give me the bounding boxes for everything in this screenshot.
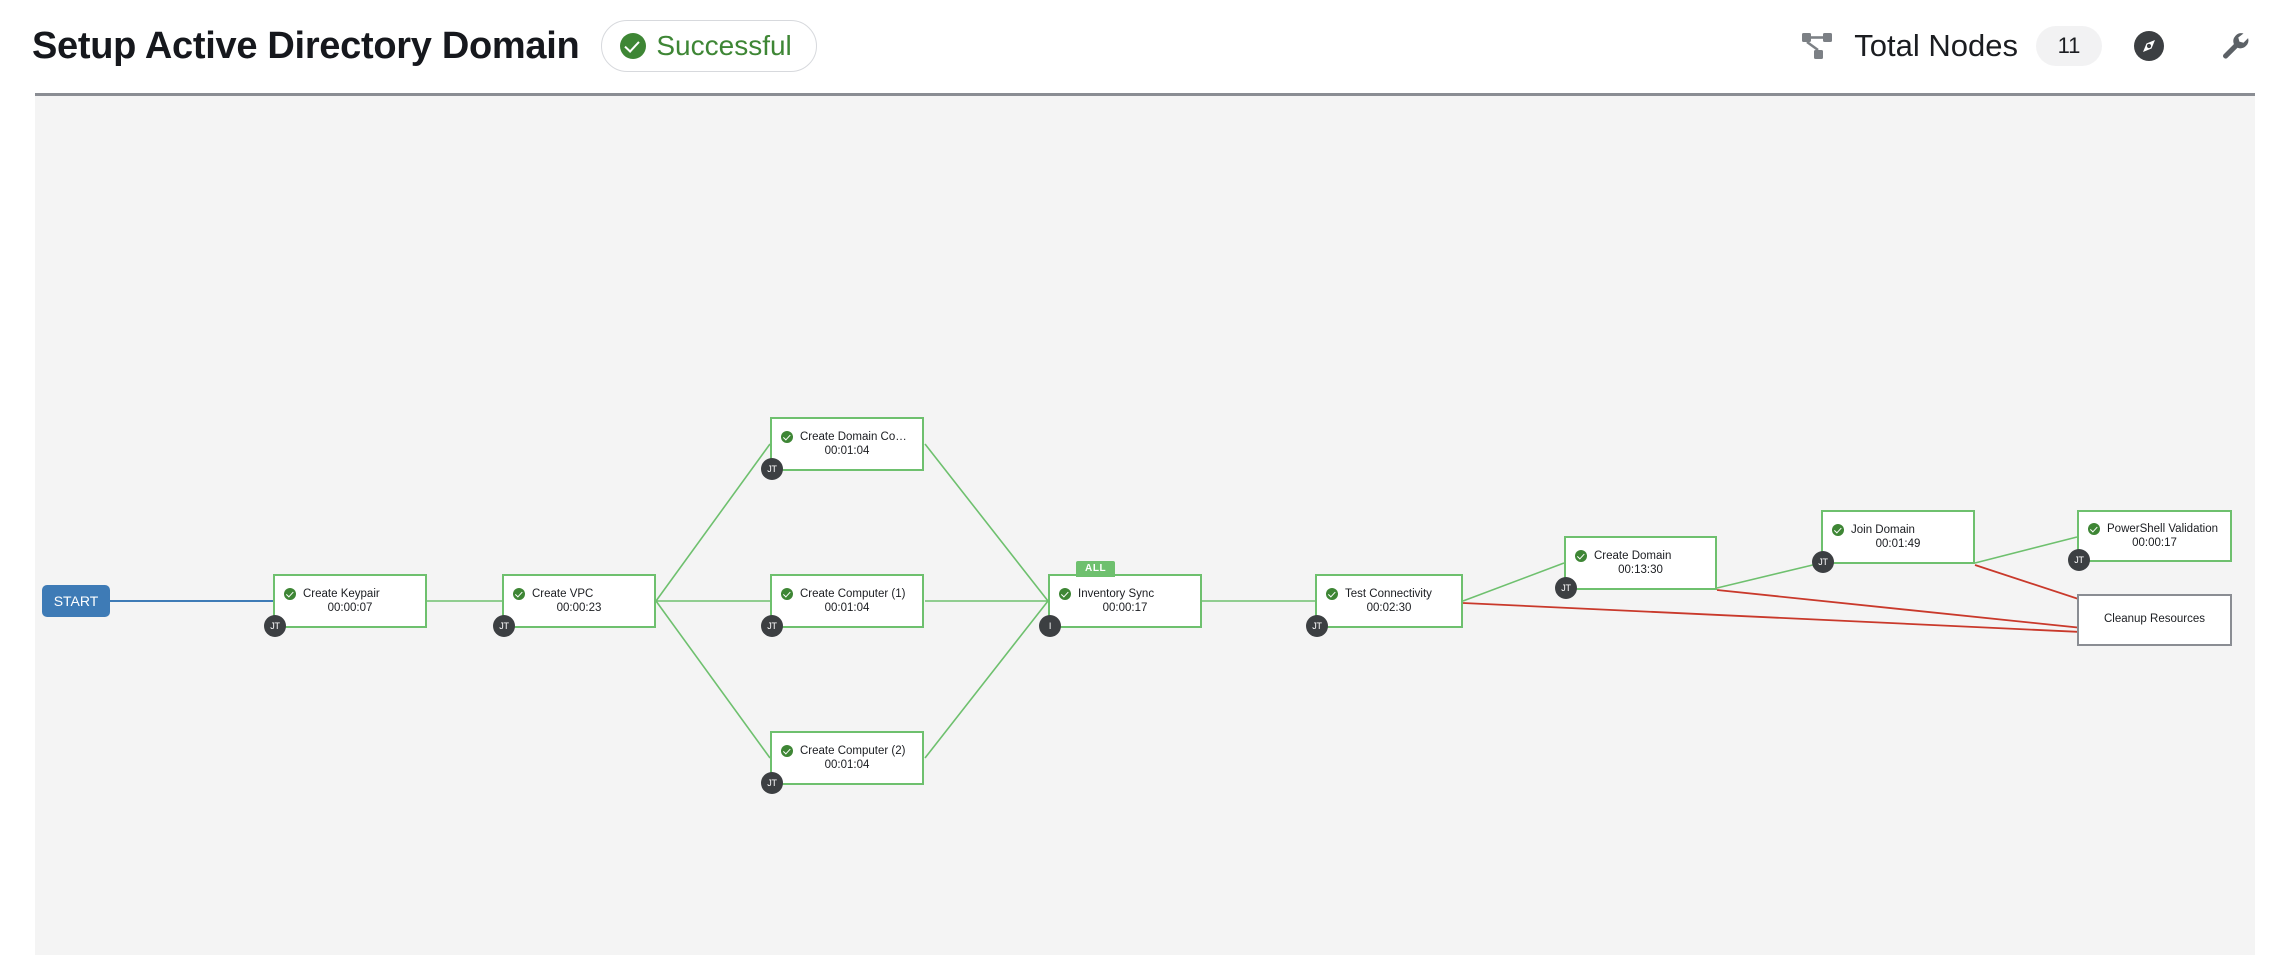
node-credential-badge[interactable]: JT <box>1555 577 1577 599</box>
start-node[interactable]: START <box>42 585 110 617</box>
node-title-row: Test Connectivity <box>1317 588 1461 600</box>
node-elapsed-time: 00:00:17 <box>1102 602 1148 614</box>
node-title-row: Create Domain Contr... <box>772 431 922 443</box>
node-title-row: Inventory Sync <box>1050 588 1200 600</box>
workflow-node-create-vpc[interactable]: Create VPC 00:00:23 JT <box>493 574 656 637</box>
node-elapsed-time: 00:01:04 <box>824 602 870 614</box>
node-credential-badge[interactable]: JT <box>761 772 783 794</box>
node-title-row: Create Computer (1) <box>772 588 922 600</box>
workflow-canvas[interactable]: START Create Keypair 00:00:07 JT Create … <box>35 96 2255 955</box>
header-right-group: Total Nodes 11 <box>1796 0 2256 92</box>
check-circle-icon <box>284 588 296 600</box>
wrench-icon[interactable] <box>2214 25 2256 67</box>
node-title-row: Create VPC <box>504 588 654 600</box>
node-title-row: Create Domain <box>1566 550 1715 562</box>
check-circle-icon <box>1832 524 1844 536</box>
workflow-node-cleanup-resources[interactable]: Cleanup Resources <box>2077 594 2232 646</box>
check-circle-icon <box>781 588 793 600</box>
page-title: Setup Active Directory Domain <box>32 24 580 67</box>
node-credential-badge[interactable]: JT <box>761 458 783 480</box>
workflow-node-inventory-sync[interactable]: ALL Inventory Sync 00:00:17 I <box>1039 561 1202 637</box>
workflow-node-test-connectivity[interactable]: Test Connectivity 00:02:30 JT <box>1306 574 1463 637</box>
node-title: Create Keypair <box>303 588 380 600</box>
header-divider <box>35 93 2255 96</box>
node-credential-badge[interactable]: JT <box>761 615 783 637</box>
topology-icon <box>1796 24 1840 68</box>
workflow-node-create-computer-1[interactable]: Create Computer (1) 00:01:04 JT <box>761 574 924 637</box>
check-circle-icon <box>1575 550 1587 562</box>
node-credential-badge[interactable]: JT <box>2068 549 2090 571</box>
node-title: Test Connectivity <box>1345 588 1432 600</box>
node-inventory-badge[interactable]: I <box>1039 615 1061 637</box>
workflow-node-create-computer-2[interactable]: Create Computer (2) 00:01:04 JT <box>761 731 924 794</box>
node-credential-badge[interactable]: JT <box>1812 551 1834 573</box>
check-circle-icon <box>781 431 793 443</box>
check-circle-icon <box>620 33 647 59</box>
check-circle-icon <box>781 745 793 757</box>
check-circle-icon <box>1059 588 1071 600</box>
node-elapsed-time: 00:01:04 <box>824 445 870 457</box>
node-title: Create Computer (1) <box>800 588 906 600</box>
node-title-row: Create Keypair <box>275 588 425 600</box>
node-credential-badge[interactable]: JT <box>1306 615 1328 637</box>
compass-icon[interactable] <box>2128 25 2170 67</box>
workflow-node-powershell-validation[interactable]: PowerShell Validation 00:00:17 JT <box>2068 510 2232 571</box>
node-title: PowerShell Validation <box>2107 523 2219 535</box>
node-title-row: Join Domain <box>1823 524 1973 536</box>
node-elapsed-time: 00:02:30 <box>1366 602 1412 614</box>
status-badge-label: Successful <box>656 30 792 61</box>
node-title: Cleanup Resources <box>2103 613 2205 625</box>
node-title: Create Computer (2) <box>800 745 906 757</box>
node-title: Create Domain Contr... <box>800 431 913 443</box>
node-elapsed-time: 00:13:30 <box>1618 564 1663 576</box>
workflow-node-create-domain-controller[interactable]: Create Domain Contr... 00:01:04 JT <box>761 417 924 480</box>
node-title-row: Create Computer (2) <box>772 745 922 757</box>
check-circle-icon <box>1326 588 1338 600</box>
check-circle-icon <box>513 588 525 600</box>
total-nodes-count-badge: 11 <box>2036 26 2102 66</box>
node-title: Create VPC <box>532 588 594 600</box>
page-header: Setup Active Directory Domain Successful… <box>0 0 2290 96</box>
status-badge: Successful <box>601 20 817 72</box>
header-left-group: Setup Active Directory Domain Successful <box>32 0 817 92</box>
node-elapsed-time: 00:01:49 <box>1875 538 1921 550</box>
node-elapsed-time: 00:00:17 <box>2132 537 2177 549</box>
check-circle-icon <box>2088 523 2100 535</box>
node-convergence-label: ALL <box>1076 561 1116 577</box>
workflow-node-create-keypair[interactable]: Create Keypair 00:00:07 JT <box>264 574 427 637</box>
workflow-node-join-domain[interactable]: Join Domain 00:01:49 JT <box>1812 510 1975 573</box>
node-elapsed-time: 00:00:23 <box>556 602 602 614</box>
node-elapsed-time: 00:00:07 <box>327 602 373 614</box>
node-title-row: Cleanup Resources <box>2079 613 2230 625</box>
node-credential-badge[interactable]: JT <box>264 615 286 637</box>
node-title: Inventory Sync <box>1078 588 1155 600</box>
node-title: Join Domain <box>1851 524 1915 536</box>
node-title-row: PowerShell Validation <box>2079 523 2230 535</box>
node-title: Create Domain <box>1594 550 1672 562</box>
node-credential-badge[interactable]: JT <box>493 615 515 637</box>
node-elapsed-time: 00:01:04 <box>824 759 870 771</box>
workflow-node-create-domain[interactable]: Create Domain 00:13:30 JT <box>1555 536 1717 599</box>
total-nodes-label: Total Nodes <box>1854 28 2018 63</box>
